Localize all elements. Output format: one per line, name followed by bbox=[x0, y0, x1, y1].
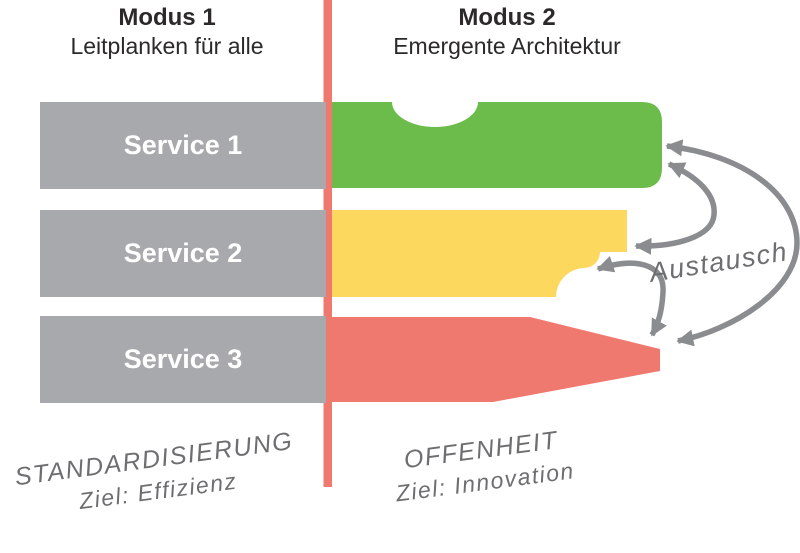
mode2-title: Modus 2 bbox=[458, 4, 556, 31]
mode2-service2-yellow-bar bbox=[332, 210, 627, 297]
mode1-title: Modus 1 bbox=[118, 4, 216, 31]
mode2-header: Modus 2 Emergente Architektur bbox=[349, 3, 665, 60]
mode2-subtitle: Emergente Architektur bbox=[393, 33, 621, 59]
mode1-header: Modus 1 Leitplanken für alle bbox=[8, 3, 326, 60]
mode1-service1-bar: Service 1 bbox=[40, 102, 326, 189]
exchange-arrow-green-yellow-icon bbox=[634, 161, 717, 255]
service2-label: Service 2 bbox=[123, 238, 243, 268]
exchange-arrow-yellow-red-icon bbox=[596, 256, 667, 337]
mode2-service3-red-bar bbox=[332, 317, 660, 402]
service1-label: Service 1 bbox=[123, 130, 243, 160]
service3-label: Service 3 bbox=[123, 344, 243, 374]
mode2-service1-green-bar bbox=[332, 102, 662, 188]
exchange-arrow-green-red-icon bbox=[665, 139, 800, 347]
mode1-service3-bar: Service 3 bbox=[40, 316, 326, 403]
mode1-subtitle: Leitplanken für alle bbox=[70, 33, 264, 59]
mode-divider-line bbox=[323, 0, 332, 487]
mode1-service2-bar: Service 2 bbox=[40, 210, 326, 297]
